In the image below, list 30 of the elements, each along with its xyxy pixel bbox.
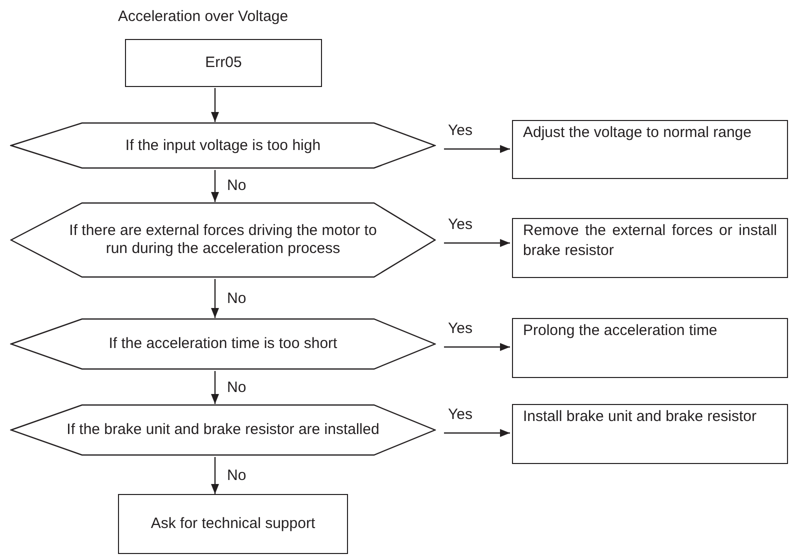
node-text: Install brake unit and brake resistor <box>523 407 758 426</box>
node-text: If the input voltage is too high <box>124 136 322 154</box>
arrow <box>211 170 219 202</box>
process-box <box>512 318 788 378</box>
node-text: Remove the external forces or install brake resistor <box>523 221 777 260</box>
arrow <box>211 279 219 318</box>
decision-hexagon <box>10 318 436 370</box>
diagram-title: Acceleration over Voltage <box>118 8 288 27</box>
decision-hexagon <box>10 404 436 456</box>
node-text: If the brake unit and brake resistor are installed <box>66 421 380 439</box>
arrow <box>211 371 219 404</box>
node-text: Adjust the voltage to normal range <box>523 123 752 142</box>
decision-hexagon <box>10 122 436 169</box>
process-box <box>512 218 788 278</box>
process-box <box>512 404 788 464</box>
decision-hexagon <box>10 202 436 278</box>
arrow <box>444 145 510 153</box>
arrow <box>444 239 510 247</box>
node-text: If there are external forces driving the motor to run during the acceleration process <box>68 222 378 258</box>
process-box <box>125 39 322 87</box>
node-text: Prolong the acceleration time <box>523 321 718 340</box>
node-text: Ask for technical support <box>150 515 316 533</box>
arrow <box>211 457 219 494</box>
arrow <box>444 343 510 351</box>
node-text: If the acceleration time is too short <box>108 335 338 353</box>
node-text: Err05 <box>205 54 242 72</box>
arrow <box>444 429 510 437</box>
arrow <box>211 88 219 122</box>
process-box <box>512 120 788 179</box>
process-box <box>118 494 348 554</box>
